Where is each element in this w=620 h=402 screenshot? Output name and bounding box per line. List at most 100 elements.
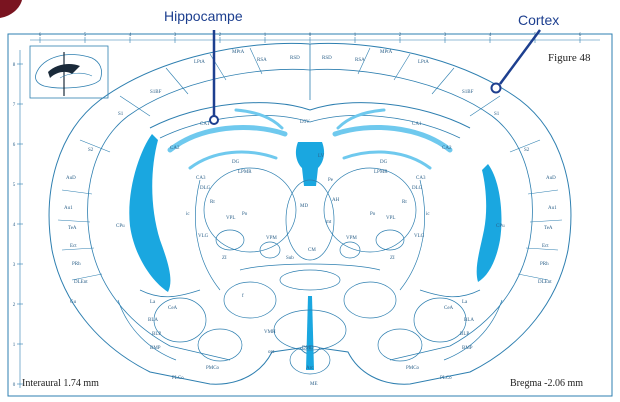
region-label-lpmr: LPMR [238,170,252,175]
left-ruler-label: 3 [13,263,16,268]
left-ruler-label: 5 [13,183,16,188]
region-label-cpu: CPu [116,224,125,229]
region-label-plco: PLCo [172,376,184,381]
bregma-label: Bregma -2.06 mm [510,378,584,389]
region-label-vpl: VPL [386,216,396,221]
region-label-ca3: CA3 [416,176,426,181]
region-label-tea: TeA [68,226,77,231]
region-label-rt: Rt [402,200,407,205]
region-label-ah: AH [332,198,340,203]
third-ventricle-ventral [306,296,314,370]
hippocampus-pointer-dot [209,115,219,125]
region-label-blp: BLP [152,332,162,337]
region-label-s2: S2 [524,148,530,153]
region-label-dlg: DLG [200,186,211,191]
region-label-ca3: CA3 [196,176,206,181]
region-label-ca2: CA2 [442,146,452,151]
region-label-s1: S1 [118,112,124,117]
region-label-dmd: DMD [302,346,314,351]
region-label-zi: ZI [222,256,227,261]
region-label-la: La [150,300,156,305]
region-label-pe: Pe [328,178,333,183]
region-label-vmh: VMH [264,330,276,335]
region-label-gu: Gu [70,300,77,305]
top-ruler-label: 2 [399,33,402,38]
cortex-callout-label: Cortex [518,12,560,28]
region-label-cpu: CPu [496,224,505,229]
top-ruler-label: 3 [444,33,447,38]
region-label-tea: TeA [544,226,553,231]
left-ruler-label: 7 [13,103,16,108]
region-label-zi: ZI [390,256,395,261]
region-label-vlg: VLG [414,234,425,239]
region-label-prh: PRh [72,262,81,267]
top-ruler-label: 2 [219,33,222,38]
region-label-rsa: RSA [257,58,267,63]
region-label-blp: BLP [460,332,470,337]
region-label-s2: S2 [88,148,94,153]
region-label-s1bf: S1BF [462,90,474,95]
region-label-md: MD [300,204,309,209]
region-label-me: ME [310,382,318,387]
region-label-mt: mt [326,220,332,225]
cortex-divisions [57,47,563,281]
region-label-lpta: LPtA [418,60,429,65]
region-label-pmco: PMCo [206,366,220,371]
subcortical-outlines [117,167,503,375]
region-label-mpta: MPtA [232,50,245,55]
region-label-la: La [462,300,468,305]
left-ruler-label: 1 [13,343,16,348]
region-label-ic: ic [186,212,190,217]
top-ruler-label: 0 [309,33,312,38]
region-label-pmco: PMCo [406,366,420,371]
left-ruler-label: 6 [13,143,16,148]
region-label-d3v: D3V [300,120,310,125]
region-label-bmp: BMP [462,346,473,351]
region-label-au1: Au1 [64,206,73,211]
region-label-s1: S1 [494,112,500,117]
top-ruler-label: 3 [174,33,177,38]
region-label-s1bf: S1BF [150,90,162,95]
region-label-po: Po [242,212,248,217]
lateral-ventricle-left [129,134,171,292]
left-ruler-label: 4 [13,223,16,228]
region-label-f: f [242,294,244,299]
region-label-ect: Ect [542,244,549,249]
region-label-mpta: MPtA [380,50,393,55]
region-label-ca1: CA1 [200,122,210,127]
top-ruler-label: 6 [579,33,582,38]
region-label-sub: Sub [286,256,294,261]
region-label-dlent: DLEnt [538,280,552,285]
region-label-rsa: RSA [355,58,365,63]
top-ruler-label: 5 [84,33,87,38]
region-label-lpmr: LPMR [374,170,388,175]
region-label-dlg: DLG [412,186,423,191]
region-label-vpm: VPM [346,236,357,241]
region-label-lv: LV [318,154,325,159]
region-label-cea: CeA [168,306,178,311]
logo-mark [0,0,22,18]
region-label-ic: ic [426,212,430,217]
region-label-aud: AuD [546,176,556,181]
sagittal-inset [29,45,109,99]
region-label-cm: CM [308,248,316,253]
hippocampus-callout-label: Hippocampe [164,8,243,24]
top-ruler-label: 4 [489,33,492,38]
left-ruler-label: 0 [13,383,16,388]
region-label-cea: CeA [444,306,454,311]
region-label-rt: Rt [210,200,215,205]
region-label-ect: Ect [70,244,77,249]
region-label-plco: PLCo [440,376,452,381]
top-ruler-label: 1 [264,33,267,38]
region-label-lpta: LPtA [194,60,205,65]
region-label-bla: BLA [148,318,158,323]
top-ruler-label: 4 [129,33,132,38]
region-label-ca1: CA1 [412,122,422,127]
region-label-aud: AuD [66,176,76,181]
region-label-ca2: CA2 [170,146,180,151]
region-label-rsd: RSD [290,56,300,61]
dentate-gyrus [188,108,432,170]
